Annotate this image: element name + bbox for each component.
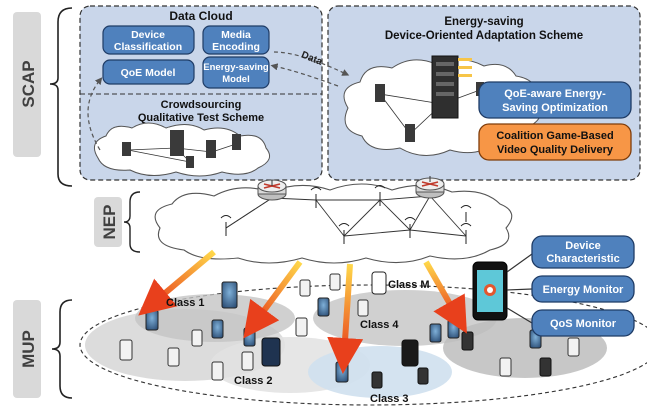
data-cloud-title: Data Cloud xyxy=(169,9,232,23)
qoe-model-box: QoE Model xyxy=(102,59,195,85)
crowdsourcing-cloud xyxy=(93,122,271,177)
class3-label: Class 3 xyxy=(370,393,409,405)
coalition-game-box: Coalition Game-Based Video Quality Deliv… xyxy=(478,123,632,161)
mobile-device-group xyxy=(119,271,580,389)
delivery-arrow-class4 xyxy=(423,260,467,334)
device-characteristic-line2: Characteristic xyxy=(546,253,619,265)
data-arrow-left xyxy=(270,63,339,87)
device-classification-box: Device Classification xyxy=(102,25,195,55)
data-arrow-right xyxy=(273,51,350,76)
monitored-phone xyxy=(472,261,508,321)
device-characteristic-line1: Device xyxy=(565,240,600,252)
scap-layer-tag: SCAP xyxy=(13,12,41,157)
energy-saving-model-box: Energy-saving Model xyxy=(202,56,270,89)
energy-scheme-title-line2: Device-Oriented Adaptation Scheme xyxy=(385,30,583,42)
crowdsourcing-title-line1: Crowdsourcing xyxy=(161,99,242,111)
qos-monitor-box: QoS Monitor xyxy=(531,309,635,337)
qoe-optimization-line2: Saving Optimization xyxy=(502,102,608,114)
mup-label: MUP xyxy=(19,330,38,368)
qoe-optimization-line1: QoE-aware Energy- xyxy=(504,88,606,100)
media-encoding-line1: Media xyxy=(221,29,251,41)
connector-energy-monitor xyxy=(506,288,533,291)
energy-monitor-label: Energy Monitor xyxy=(543,284,624,296)
scap-label: SCAP xyxy=(19,60,38,107)
feedback-dashed-arrow xyxy=(87,77,103,151)
energy-saving-model-line1: Energy-saving xyxy=(203,62,269,73)
device-classification-line1: Device xyxy=(131,29,165,41)
antenna-icon-group xyxy=(220,185,472,244)
nep-layer-tag: NEP xyxy=(94,197,122,247)
connector-qos-monitor xyxy=(506,307,533,324)
nep-network-cloud xyxy=(154,177,513,264)
router-icon-right xyxy=(415,177,445,199)
coalition-game-line1: Coalition Game-Based xyxy=(496,130,613,142)
qoe-model-label: QoE Model xyxy=(121,67,176,79)
qos-monitor-label: QoS Monitor xyxy=(550,318,617,330)
device-classification-line2: Classification xyxy=(114,41,182,53)
classm-label: Class M xyxy=(388,279,430,291)
mup-layer-tag: MUP xyxy=(13,300,41,398)
delivery-arrow-class1 xyxy=(138,249,216,316)
energy-monitor-box: Energy Monitor xyxy=(531,275,635,303)
class1-label: Class 1 xyxy=(166,297,205,309)
crowdsourcing-title-line2: Qualitative Test Scheme xyxy=(138,112,264,124)
class4-label: Class 4 xyxy=(360,319,399,331)
qoe-optimization-box: QoE-aware Energy- Saving Optimization xyxy=(478,81,632,119)
mup-region xyxy=(79,284,647,406)
scap-brace xyxy=(49,7,73,187)
mup-brace xyxy=(51,299,73,399)
media-encoding-box: Media Encoding xyxy=(202,25,270,55)
nep-label: NEP xyxy=(100,205,119,240)
nep-brace xyxy=(123,191,141,253)
coalition-game-line2: Video Quality Delivery xyxy=(497,144,614,156)
media-encoding-line2: Encoding xyxy=(212,41,260,53)
energy-scheme-title-line1: Energy-saving xyxy=(444,16,523,28)
delivery-arrow-class3 xyxy=(327,263,364,374)
energy-saving-model-line2: Model xyxy=(222,74,249,85)
delivery-arrow-class2 xyxy=(243,260,303,339)
class2-label: Class 2 xyxy=(234,375,273,387)
connector-device-characteristic xyxy=(506,253,533,273)
device-characteristic-box: Device Characteristic xyxy=(531,235,635,269)
